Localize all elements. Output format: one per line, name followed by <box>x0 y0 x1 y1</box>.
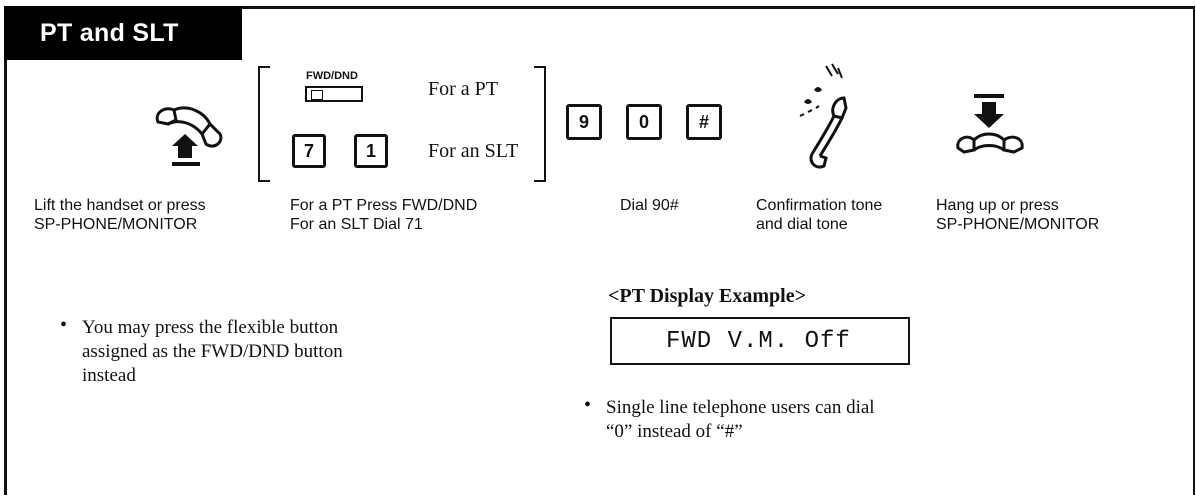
pt-label: For a PT <box>428 78 498 100</box>
pt-display: FWD V.M. Off <box>610 317 910 365</box>
step-4-caption: Confirmation tone and dial tone <box>756 197 883 233</box>
handset-tone-icon <box>799 63 848 169</box>
bullet-right: • <box>584 394 592 416</box>
fwd-dnd-button[interactable] <box>305 86 363 102</box>
step-2-caption: For a PT Press FWD/DND For an SLT Dial 7… <box>290 197 478 233</box>
display-heading: <PT Display Example> <box>608 285 807 307</box>
note-right: Single line telephone users can dial “0”… <box>606 397 875 442</box>
section-title: PT and SLT <box>4 6 242 60</box>
step-1-caption: Lift the handset or press SP-PHONE/MONIT… <box>34 197 206 233</box>
procedure-frame <box>4 6 1195 495</box>
option-bracket <box>258 66 546 182</box>
hang-up-icon <box>956 94 1024 154</box>
lift-handset-icon <box>155 106 223 166</box>
key-9[interactable]: 9 <box>566 104 602 140</box>
key-1[interactable]: 1 <box>354 134 388 168</box>
key-hash[interactable]: # <box>686 104 722 140</box>
fwd-dnd-label: FWD/DND <box>306 70 358 82</box>
note-left: You may press the flexible button assign… <box>82 317 343 386</box>
step-3-caption: Dial 90# <box>620 197 679 214</box>
slt-label: For an SLT <box>428 140 519 162</box>
key-7[interactable]: 7 <box>292 134 326 168</box>
bullet-left: • <box>60 314 68 336</box>
step-5-caption: Hang up or press SP-PHONE/MONITOR <box>936 197 1100 233</box>
key-0[interactable]: 0 <box>626 104 662 140</box>
